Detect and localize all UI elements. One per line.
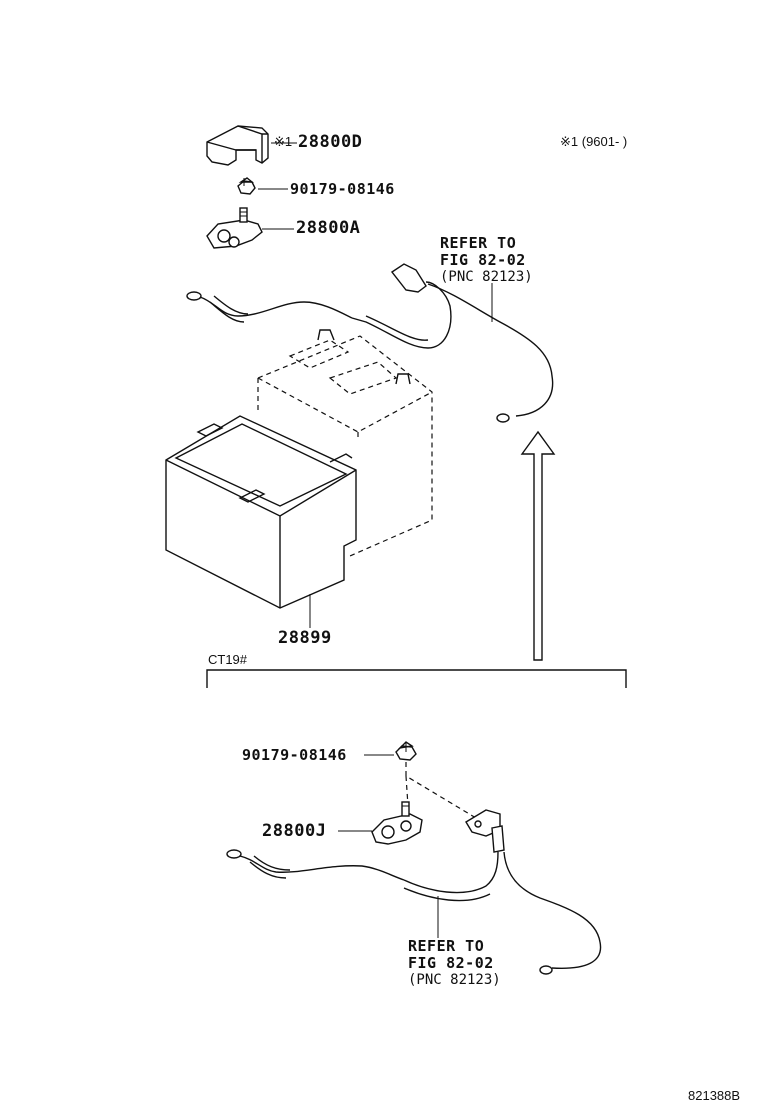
battery-phantom: [257, 329, 433, 557]
battery-tray-part: [165, 415, 357, 609]
arrow-up-icon: [520, 430, 556, 661]
nut-part-upper: [237, 177, 256, 195]
refer-text-upper-1: REFER TO: [440, 234, 517, 252]
section-label: CT19#: [208, 652, 248, 667]
refer-text-lower-2[interactable]: FIG 82-02: [408, 954, 494, 972]
dashed-assembly-line: [405, 762, 477, 819]
refer-text-upper-3: (PNC 82123): [440, 269, 533, 285]
figure-id: 821388B: [688, 1088, 741, 1103]
note-mark-cover: ※1: [274, 134, 293, 149]
terminal-cover-part: [206, 125, 269, 166]
terminal-clamp-part: [206, 207, 263, 249]
section-bracket: [206, 669, 627, 688]
battery-cable-upper: [186, 263, 554, 423]
part-number-nut-lower[interactable]: 90179-08146: [242, 746, 347, 764]
part-number-28899[interactable]: 28899: [278, 628, 332, 648]
battery-cable-lower: [226, 809, 602, 975]
part-number-28800A[interactable]: 28800A: [296, 218, 361, 238]
part-number-nut-upper[interactable]: 90179-08146: [290, 180, 395, 198]
part-number-28800D[interactable]: 28800D: [298, 132, 363, 152]
part-number-28800J[interactable]: 28800J: [262, 821, 327, 841]
refer-text-lower-1: REFER TO: [408, 937, 485, 955]
terminal-clamp-part-lower: [371, 801, 423, 845]
nut-part-lower: [395, 741, 417, 761]
refer-text-lower-3: (PNC 82123): [408, 972, 501, 988]
refer-text-upper-2[interactable]: FIG 82-02: [440, 251, 526, 269]
note-range: ※1 (9601- ): [560, 134, 628, 149]
